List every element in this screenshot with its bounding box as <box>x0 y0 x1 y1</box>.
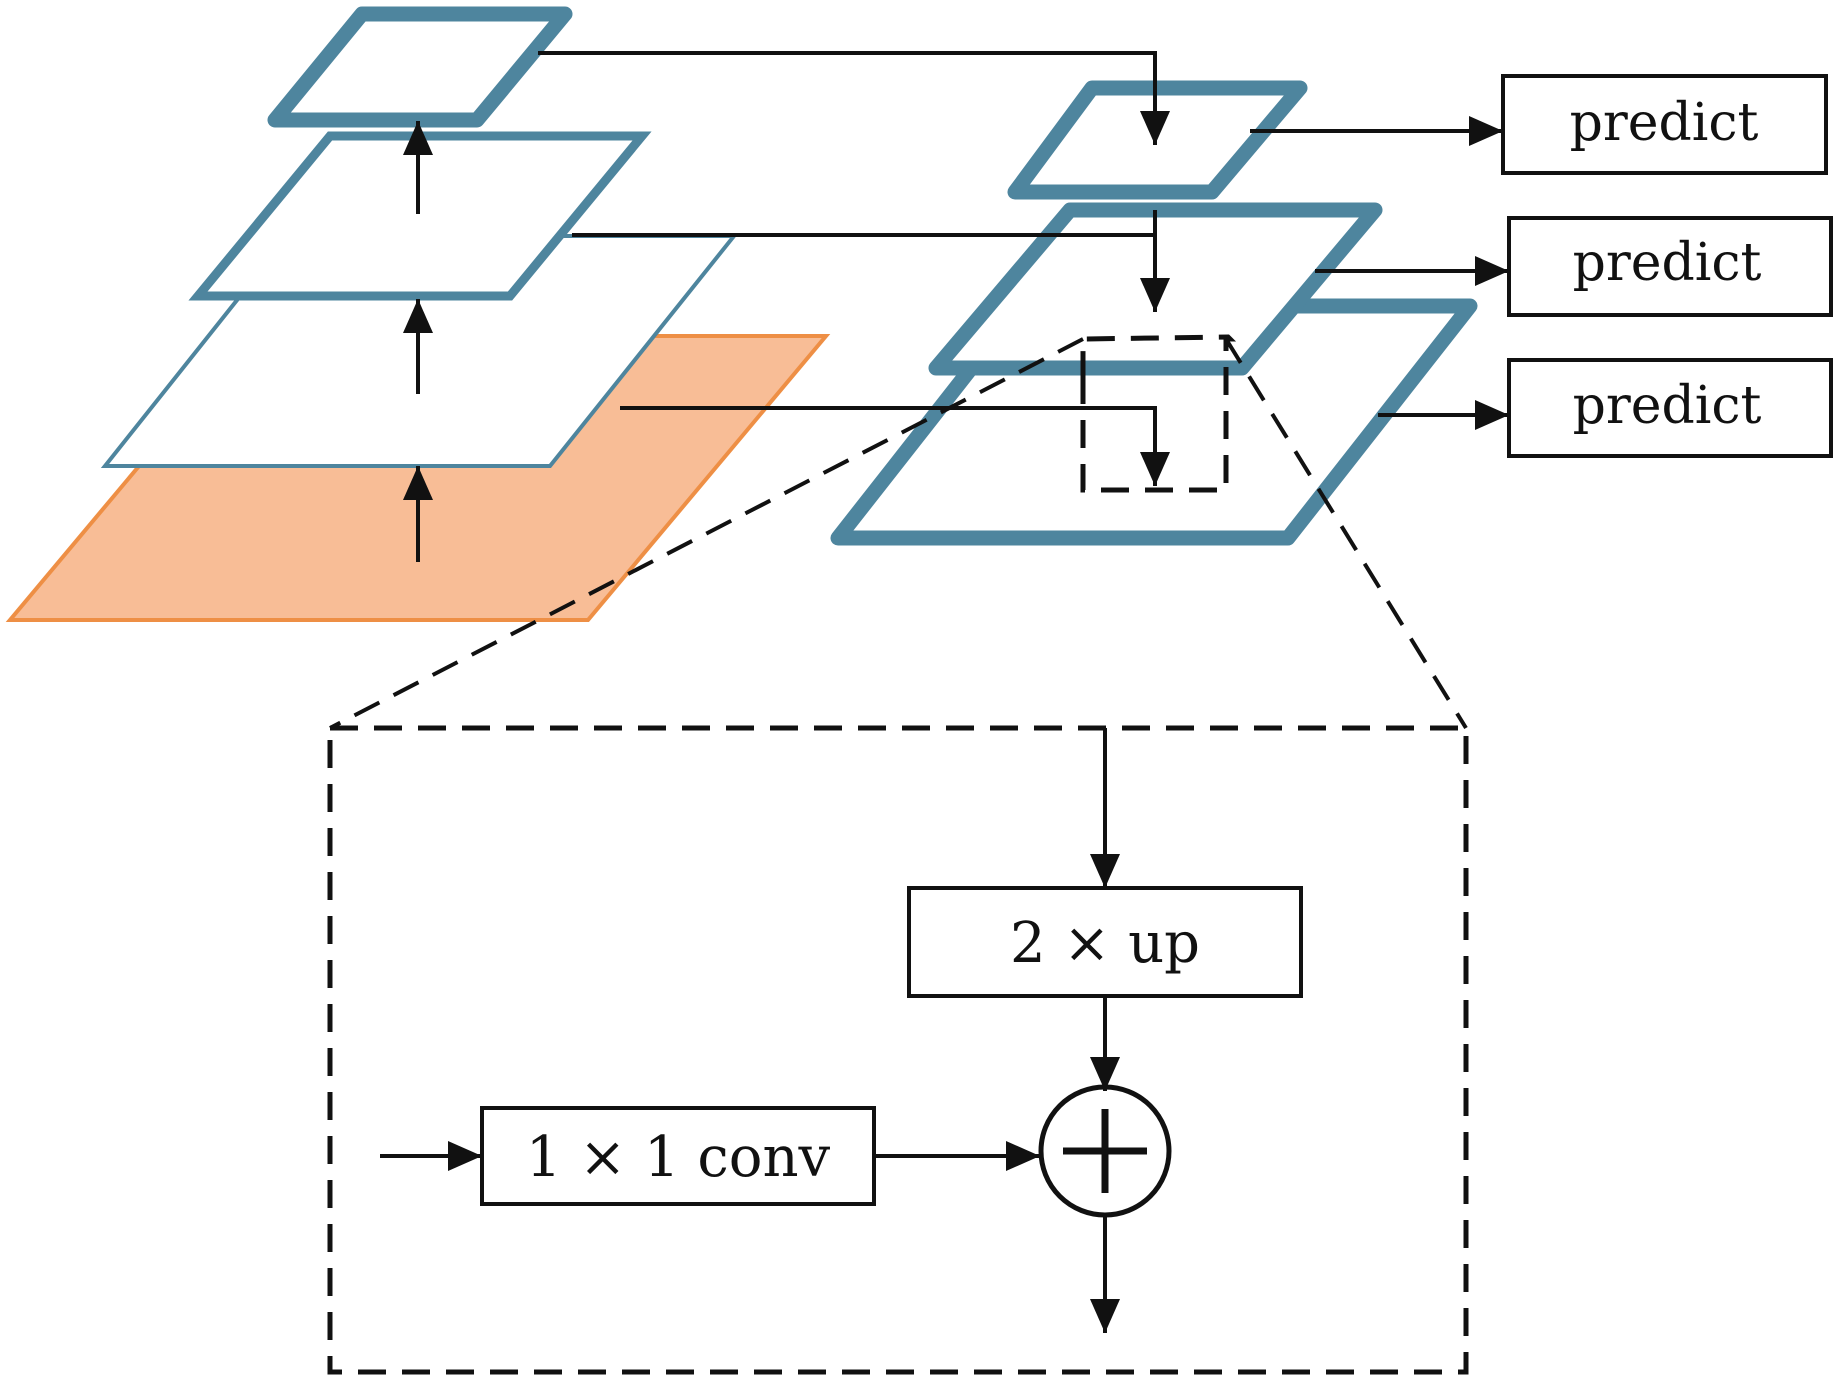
predict-box-3 <box>1507 358 1833 458</box>
lateral-connections <box>538 51 1170 486</box>
predict-box-1 <box>1501 74 1828 175</box>
upsample-label: 2 × up <box>1010 911 1200 976</box>
predict-label-3: predict <box>1573 376 1762 436</box>
plus-circle-icon <box>1038 1084 1172 1218</box>
zoom-guide-right <box>1224 337 1468 730</box>
feature-map-level-4 <box>267 6 573 128</box>
predict-label-1: predict <box>1570 93 1759 153</box>
lateral-line-bottom <box>620 406 1170 486</box>
zoom-callout <box>327 334 1469 1375</box>
bottom-up-pathway <box>5 6 831 622</box>
zoom-guide-left <box>329 337 1084 730</box>
predict-outputs: predict predict predict <box>1250 74 1833 458</box>
conv-label: 1 × 1 conv <box>526 1125 831 1190</box>
feature-map-level-3 <box>188 131 652 301</box>
detail-frame <box>327 725 1469 1375</box>
predict-label-2: predict <box>1573 233 1762 293</box>
merge-block: 2 × up 1 × 1 conv <box>380 728 1303 1333</box>
lateral-line-top <box>538 51 1170 145</box>
merged-map-top <box>1007 80 1308 200</box>
predict-box-2 <box>1507 216 1833 317</box>
